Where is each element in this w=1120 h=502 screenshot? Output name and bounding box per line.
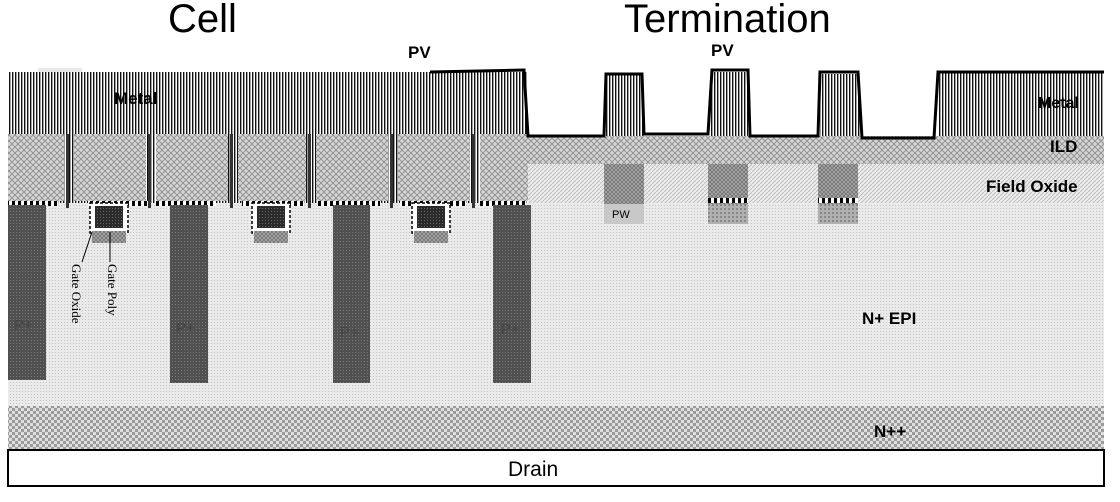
contact-plugs bbox=[66, 134, 475, 208]
pv-label-left: PV bbox=[408, 43, 431, 62]
gate-poly-block bbox=[257, 206, 285, 228]
p-well-regions bbox=[604, 204, 858, 224]
p-plus-label: P+ bbox=[14, 317, 33, 334]
pw-label: PW bbox=[612, 209, 630, 221]
pv-passivation-line bbox=[429, 68, 1104, 140]
ild-blocks-cell bbox=[8, 134, 528, 201]
p-well-region bbox=[604, 204, 644, 224]
n-epi-label: N+ EPI bbox=[862, 309, 916, 328]
gate-oxide-leader bbox=[81, 231, 93, 263]
n-plus-plus-label: N++ bbox=[874, 422, 906, 441]
p-plus-pillar bbox=[170, 205, 208, 383]
field-oxide-label: Field Oxide bbox=[986, 177, 1078, 196]
gate-poly-block bbox=[417, 206, 445, 228]
gate-oxide-label: Gate Oxide bbox=[69, 264, 84, 324]
p-well-region bbox=[818, 204, 858, 224]
p-plus-label: P+ bbox=[340, 324, 359, 341]
cell-heading: Cell bbox=[168, 0, 237, 41]
metal-top-highlight bbox=[38, 68, 82, 72]
termination-heading: Termination bbox=[624, 0, 831, 41]
p-plus-pillar bbox=[493, 205, 531, 383]
p-well-region bbox=[708, 204, 748, 224]
n-plus-plus-region bbox=[8, 406, 1104, 450]
p-plus-label: P+ bbox=[501, 321, 520, 338]
drain-region bbox=[7, 449, 1105, 487]
p-plus-label: P+ bbox=[176, 320, 195, 337]
metal-label-right: Metal bbox=[1038, 95, 1079, 112]
gate-poly-label: Gate Poly bbox=[105, 264, 120, 316]
gate-poly-block bbox=[95, 206, 123, 228]
p-plus-pillar bbox=[333, 205, 370, 383]
termination-plugs bbox=[604, 164, 858, 204]
drain-label: Drain bbox=[508, 458, 558, 481]
ild-label: ILD bbox=[1050, 137, 1077, 156]
metal-fingers-termination bbox=[606, 72, 1104, 136]
pv-label-right: PV bbox=[711, 41, 734, 60]
ild-region-termination bbox=[528, 136, 1104, 164]
metal-label-left: Metal bbox=[114, 89, 157, 108]
p-plus-pillar bbox=[8, 205, 46, 380]
gate-structures bbox=[89, 202, 451, 243]
p-plus-pillars bbox=[8, 205, 531, 383]
